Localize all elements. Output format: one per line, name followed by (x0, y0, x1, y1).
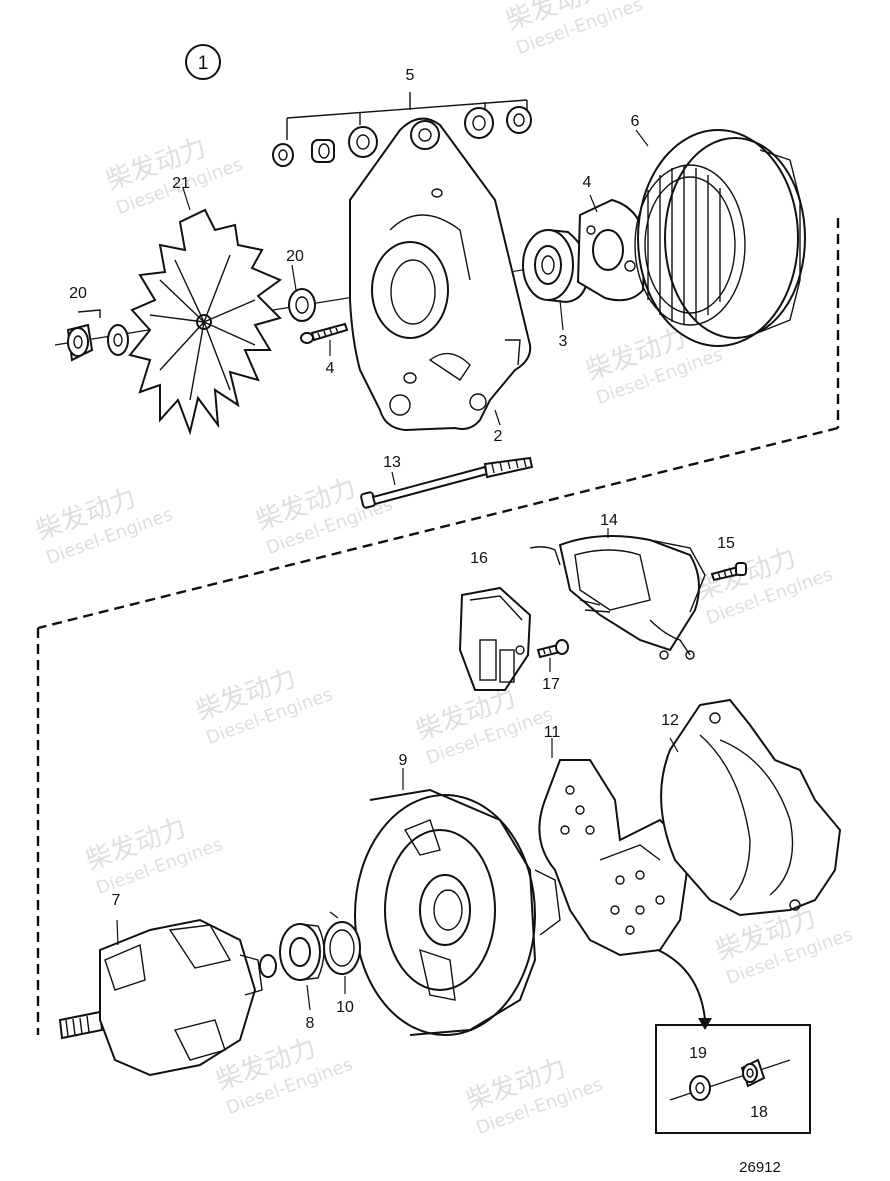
callout-11: 11 (544, 724, 561, 741)
callout-20-spacer: 20 (286, 248, 304, 265)
callout-12: 12 (661, 712, 679, 729)
diagram-index: 1 (185, 44, 221, 80)
callout-19: 19 (689, 1045, 707, 1062)
assembly-dashed-line (36, 218, 840, 1035)
part-4-screw (300, 322, 349, 356)
callout-10: 10 (336, 999, 354, 1016)
callout-13: 13 (383, 454, 401, 471)
part-14-brush-holder (529, 528, 706, 660)
part-15-screw (710, 562, 747, 582)
part-21-fan (128, 187, 283, 436)
callout-4-plate: 4 (583, 174, 592, 191)
callout-20-nut: 20 (69, 285, 87, 302)
part-9-rear-housing (354, 768, 561, 1036)
callout-9: 9 (399, 752, 408, 769)
part-2-front-housing (349, 117, 532, 432)
part-6-stator (634, 129, 806, 347)
part-17-screw (536, 639, 569, 672)
callout-14: 14 (600, 512, 618, 529)
callout-4-screw: 4 (326, 360, 335, 377)
callout-5: 5 (406, 67, 415, 84)
part-5-bushing-set (272, 92, 532, 167)
part-20-nut-and-washer (66, 309, 129, 362)
callout-16: 16 (470, 550, 488, 567)
callout-6: 6 (631, 113, 640, 130)
callout-8: 8 (306, 1015, 315, 1032)
part-20-spacer (288, 264, 316, 322)
part-11-rectifier (538, 738, 692, 957)
callout-3: 3 (559, 333, 568, 350)
callout-17: 17 (542, 676, 560, 693)
part-12-rear-cover (660, 698, 842, 917)
part-16-regulator (458, 586, 532, 691)
diagram-index-label: 1 (198, 53, 209, 74)
callout-2: 2 (494, 428, 503, 445)
callout-18: 18 (750, 1104, 768, 1121)
callout-15: 15 (717, 535, 735, 552)
inset-detail-box (655, 949, 811, 1134)
callout-7: 7 (112, 892, 121, 909)
part-4-retainer-plate (576, 194, 647, 302)
part-8-bearing (279, 923, 325, 1011)
drawing-number: 26912 (739, 1159, 781, 1176)
callout-labels: 5 6 4 21 20 20 3 4 2 13 14 15 16 17 11 1… (69, 67, 768, 1121)
part-7-rotor (58, 918, 277, 1077)
part-10-ring (323, 911, 361, 994)
callout-21: 21 (172, 175, 190, 192)
part-13-through-bolt (360, 456, 534, 509)
